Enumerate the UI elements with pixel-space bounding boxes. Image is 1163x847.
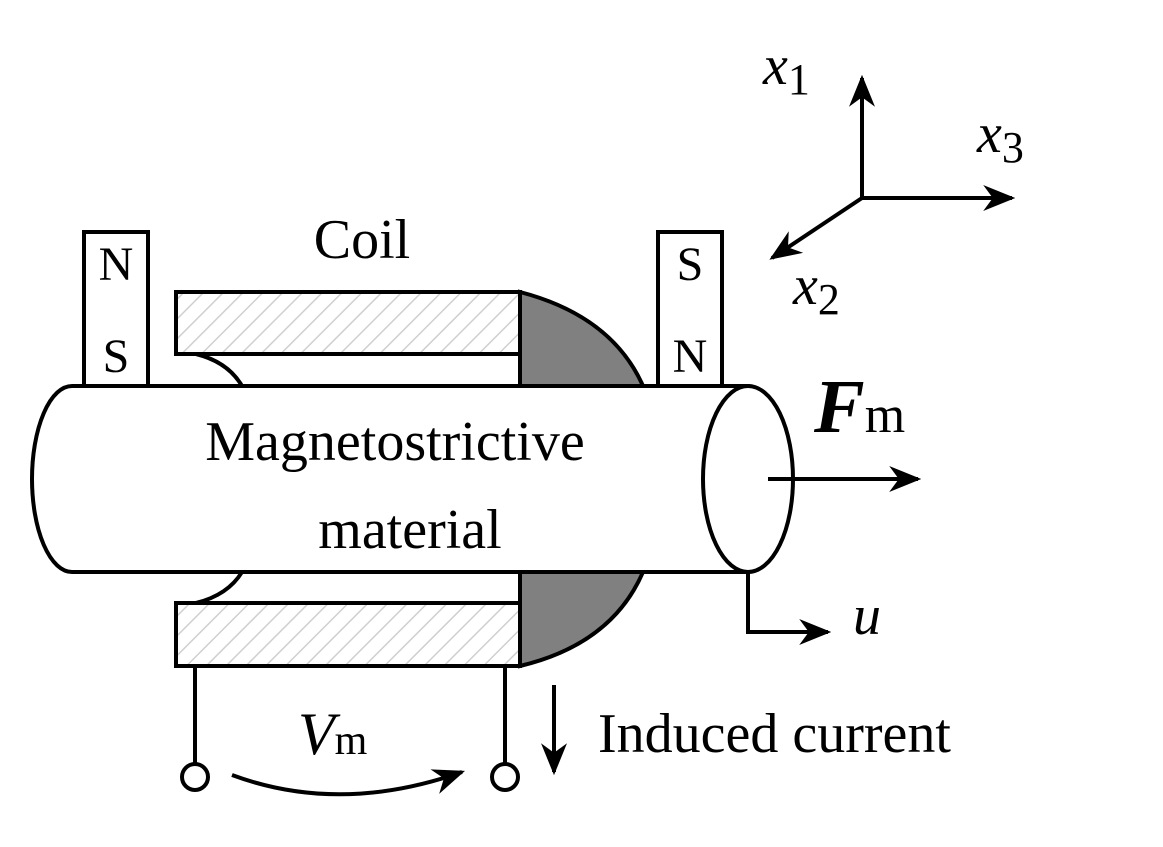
magnet-left-bottom-pole: S [103, 330, 130, 383]
displacement-label: u [853, 585, 881, 647]
rod-label-line1: Magnetostrictive [205, 411, 584, 473]
magnet-left-top-pole: N [99, 238, 134, 291]
rod-label-line2: material [318, 499, 501, 561]
induced-current-label: Induced current [598, 703, 951, 765]
magnet-right-bottom-pole: N [673, 330, 708, 383]
magnetostrictive-rod-body [30, 384, 750, 574]
force-label: Fm [813, 365, 905, 449]
coil-end-top [518, 289, 647, 388]
terminal-left [180, 762, 210, 792]
magnet-right-top-pole: S [677, 238, 704, 291]
magnet-right [656, 230, 724, 388]
voltage-label: Vm [298, 701, 368, 767]
coordinate-axes: x1 x3 x2 [762, 35, 1024, 324]
displacement-arrow [746, 572, 832, 645]
axis-x1-label: x1 [762, 35, 810, 104]
voltage-arrow [231, 769, 466, 797]
coil-top-block [174, 290, 522, 356]
coil-inner-curve-top [195, 352, 244, 388]
axis-x3-label: x3 [976, 103, 1024, 172]
coil-inner-curve-bottom [195, 570, 244, 605]
axis-x2-label: x2 [792, 255, 840, 324]
axis-x2-line [769, 196, 864, 260]
coil-end-bottom [518, 570, 647, 669]
coil-label: Coil [314, 209, 410, 271]
coil-bottom-block [174, 601, 522, 668]
magnet-left [82, 230, 150, 388]
terminal-right [490, 762, 520, 792]
